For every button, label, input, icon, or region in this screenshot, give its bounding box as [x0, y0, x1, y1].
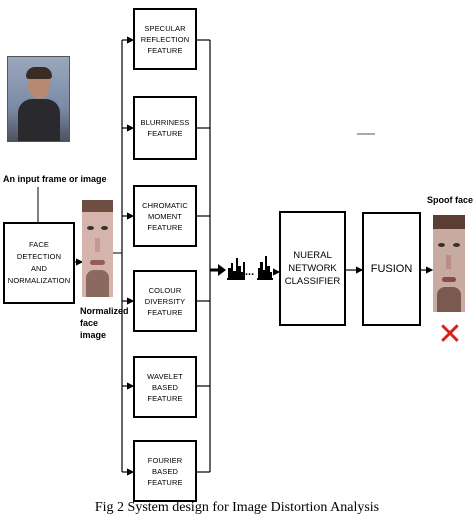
spoof-face-label: Spoof face	[427, 195, 474, 205]
figure-caption: Fig 2 System design for Image Distortion…	[94, 500, 380, 515]
face-detection-box: FACE DETECTION AND NORMALIZATION	[3, 222, 75, 304]
classifier-label: NUERAL NETWORK CLASSIFIER	[284, 250, 341, 287]
colour-diversity-box: COLOUR DIVERSITY FEATURE	[133, 270, 197, 332]
input-frame-image	[7, 56, 70, 142]
input-frame-label: An input frame or image	[3, 174, 107, 184]
feature-vector-ellipsis: ...	[245, 266, 255, 278]
feature-label: COLOUR DIVERSITY FEATURE	[144, 285, 186, 317]
feature-label: BLURRINESS FEATURE	[140, 118, 190, 138]
feature-label: WAVELET BASED FEATURE	[147, 371, 183, 403]
normalized-face-label: Normalized face image	[80, 306, 129, 340]
specular-reflection-box: SPECULAR REFLECTION FEATURE	[133, 8, 197, 70]
blurriness-box: BLURRINESS FEATURE	[133, 96, 197, 160]
normalized-face-image	[82, 200, 113, 297]
fourier-based-box: FOURIER BASED FEATURE	[133, 440, 197, 502]
classifier-box: NUERAL NETWORK CLASSIFIER	[279, 211, 346, 326]
reject-cross-icon: ✕	[437, 317, 463, 352]
wavelet-based-box: WAVELET BASED FEATURE	[133, 356, 197, 418]
fusion-box: FUSION	[362, 212, 421, 326]
feature-label: FOURIER BASED FEATURE	[147, 455, 183, 487]
face-detection-label: FACE DETECTION AND NORMALIZATION	[7, 240, 71, 285]
fusion-label: FUSION	[370, 262, 413, 275]
chromatic-moment-box: CHROMATIC MOMENT FEATURE	[133, 185, 197, 247]
feature-vector-bars	[227, 256, 273, 280]
feature-label: SPECULAR REFLECTION FEATURE	[140, 23, 190, 55]
feature-label: CHROMATIC MOMENT FEATURE	[142, 200, 188, 232]
spoof-face-image	[433, 215, 465, 312]
